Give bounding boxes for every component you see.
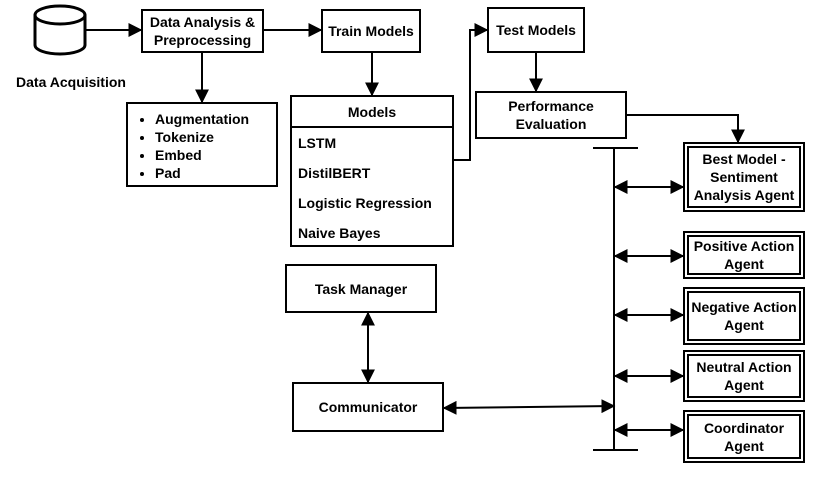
agent-neutral-action: Neutral Action Agent — [696, 359, 792, 393]
list-item: Embed — [155, 146, 249, 164]
task-manager-label: Task Manager — [314, 280, 408, 297]
test-models-label: Test Models — [496, 22, 576, 38]
agent-boxes — [683, 142, 805, 463]
list-item: Augmentation — [155, 110, 249, 128]
communicator-label: Communicator — [318, 399, 418, 415]
performance-evaluation-label: Performance Evaluation — [508, 98, 594, 132]
agent-positive-action: Positive Action Agent — [693, 238, 795, 272]
model-item-naive-bayes: Naive Bayes — [298, 225, 381, 241]
agent-coordinator: Coordinator Agent — [703, 419, 785, 454]
agent-negative-action: Negative Action Agent — [691, 299, 797, 333]
connectors — [85, 23, 745, 437]
model-item-lstm: LSTM — [298, 135, 337, 151]
models-box — [290, 95, 454, 247]
database-icon — [33, 4, 87, 56]
train-models-label: Train Models — [328, 23, 414, 39]
model-item-distilbert: DistilBERT — [298, 165, 371, 181]
preprocessing-steps-box — [126, 102, 278, 187]
performance-evaluation-box — [475, 91, 627, 139]
models-title: Models — [347, 104, 397, 120]
model-item-logistic-regression: Logistic Regression — [298, 195, 432, 211]
preprocessing-steps-list: Augmentation Tokenize Embed Pad — [133, 110, 249, 182]
train-models-box — [321, 9, 421, 53]
list-item: Pad — [155, 164, 249, 182]
list-item: Tokenize — [155, 128, 249, 146]
data-acquisition-label: Data Acquisition — [16, 74, 126, 90]
agent-sentiment-analysis: Best Model - Sentiment Analysis Agent — [693, 151, 795, 203]
preprocessing-label: Data Analysis & Preprocessing — [149, 14, 256, 48]
agent-bus — [593, 147, 638, 451]
task-manager-box — [285, 264, 437, 313]
